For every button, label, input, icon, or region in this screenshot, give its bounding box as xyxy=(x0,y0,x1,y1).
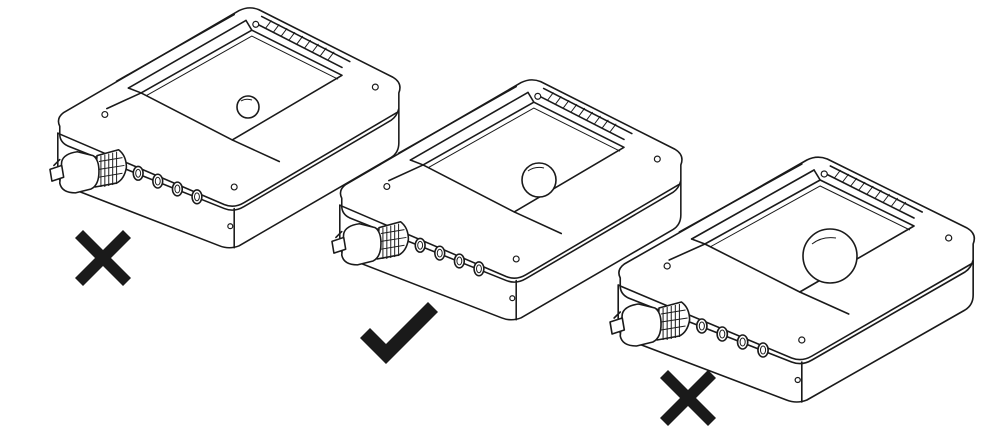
sensor-panel-large xyxy=(609,156,976,426)
cross-icon xyxy=(75,230,131,286)
detected-object-medium xyxy=(521,162,557,198)
sensor-panel-medium xyxy=(331,79,683,364)
detected-object-large xyxy=(802,228,858,284)
cross-icon xyxy=(660,370,716,426)
checkmark-icon xyxy=(360,302,438,364)
sensor-panel-small xyxy=(49,7,401,286)
detected-object-small xyxy=(236,95,260,119)
